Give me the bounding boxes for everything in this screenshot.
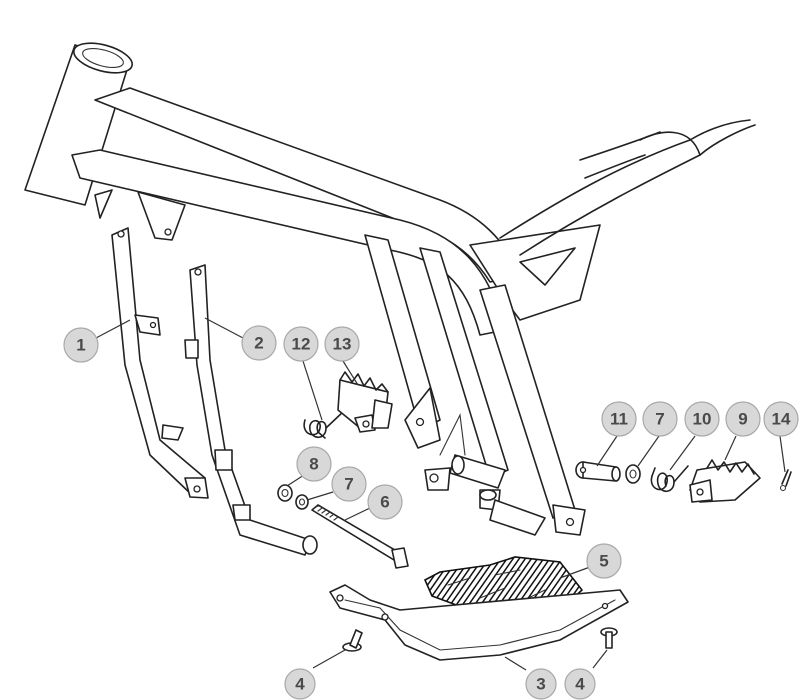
callout-4-left: 4 bbox=[284, 668, 316, 700]
callout-5-label: 5 bbox=[599, 552, 608, 571]
part-11-pivot-pin bbox=[575, 461, 621, 482]
callout-7-right: 7 bbox=[642, 401, 678, 437]
part-13-footpeg-left bbox=[337, 371, 393, 433]
callout-12: 12 bbox=[283, 326, 319, 362]
part-4-screw-right bbox=[600, 627, 618, 649]
part-1-left-cradle-tube bbox=[111, 227, 209, 499]
callout-5: 5 bbox=[586, 543, 622, 579]
callout-9: 9 bbox=[725, 401, 761, 437]
part-2-right-cradle-tube bbox=[184, 264, 318, 556]
part-9-footpeg-right bbox=[689, 459, 761, 503]
part-4-screw-left bbox=[342, 629, 363, 652]
callout-13-label: 13 bbox=[333, 335, 352, 354]
callout-11-label: 11 bbox=[610, 410, 628, 429]
callout-3: 3 bbox=[525, 668, 557, 700]
callout-4-right: 4 bbox=[564, 668, 596, 700]
part-10-spring-right bbox=[650, 465, 689, 493]
callout-6: 6 bbox=[367, 484, 403, 520]
part-7-washer-right bbox=[625, 464, 641, 484]
callout-8: 8 bbox=[296, 446, 332, 482]
part-7-washer-left bbox=[295, 494, 309, 510]
main-frame bbox=[24, 42, 756, 536]
part-8-nut bbox=[277, 484, 293, 502]
leader-lines bbox=[95, 317, 786, 671]
callout-7-left-label: 7 bbox=[344, 475, 353, 494]
callout-4-left-label: 4 bbox=[295, 675, 305, 694]
callout-6-label: 6 bbox=[380, 493, 389, 512]
callout-10: 10 bbox=[684, 401, 720, 437]
part-3-skid-plate bbox=[329, 584, 629, 661]
callout-14-label: 14 bbox=[772, 410, 791, 429]
callout-4-right-label: 4 bbox=[575, 675, 585, 694]
callout-11: 11 bbox=[601, 401, 637, 437]
callout-10-label: 10 bbox=[693, 410, 712, 429]
callout-2: 2 bbox=[241, 325, 277, 361]
callout-7-left: 7 bbox=[331, 466, 367, 502]
callout-9-label: 9 bbox=[738, 410, 747, 429]
callout-1-label: 1 bbox=[76, 336, 85, 355]
callout-12-label: 12 bbox=[292, 335, 311, 354]
callout-1: 1 bbox=[63, 327, 99, 363]
callout-7-right-label: 7 bbox=[655, 410, 664, 429]
callout-3-label: 3 bbox=[536, 675, 545, 694]
callout-2-label: 2 bbox=[254, 334, 263, 353]
callout-13: 13 bbox=[324, 326, 360, 362]
callout-14: 14 bbox=[763, 401, 799, 437]
callout-8-label: 8 bbox=[309, 455, 318, 474]
part-12-spring-left bbox=[303, 409, 346, 439]
part-6-long-bolt bbox=[311, 504, 409, 569]
part-14-cotter-pin bbox=[779, 469, 792, 492]
